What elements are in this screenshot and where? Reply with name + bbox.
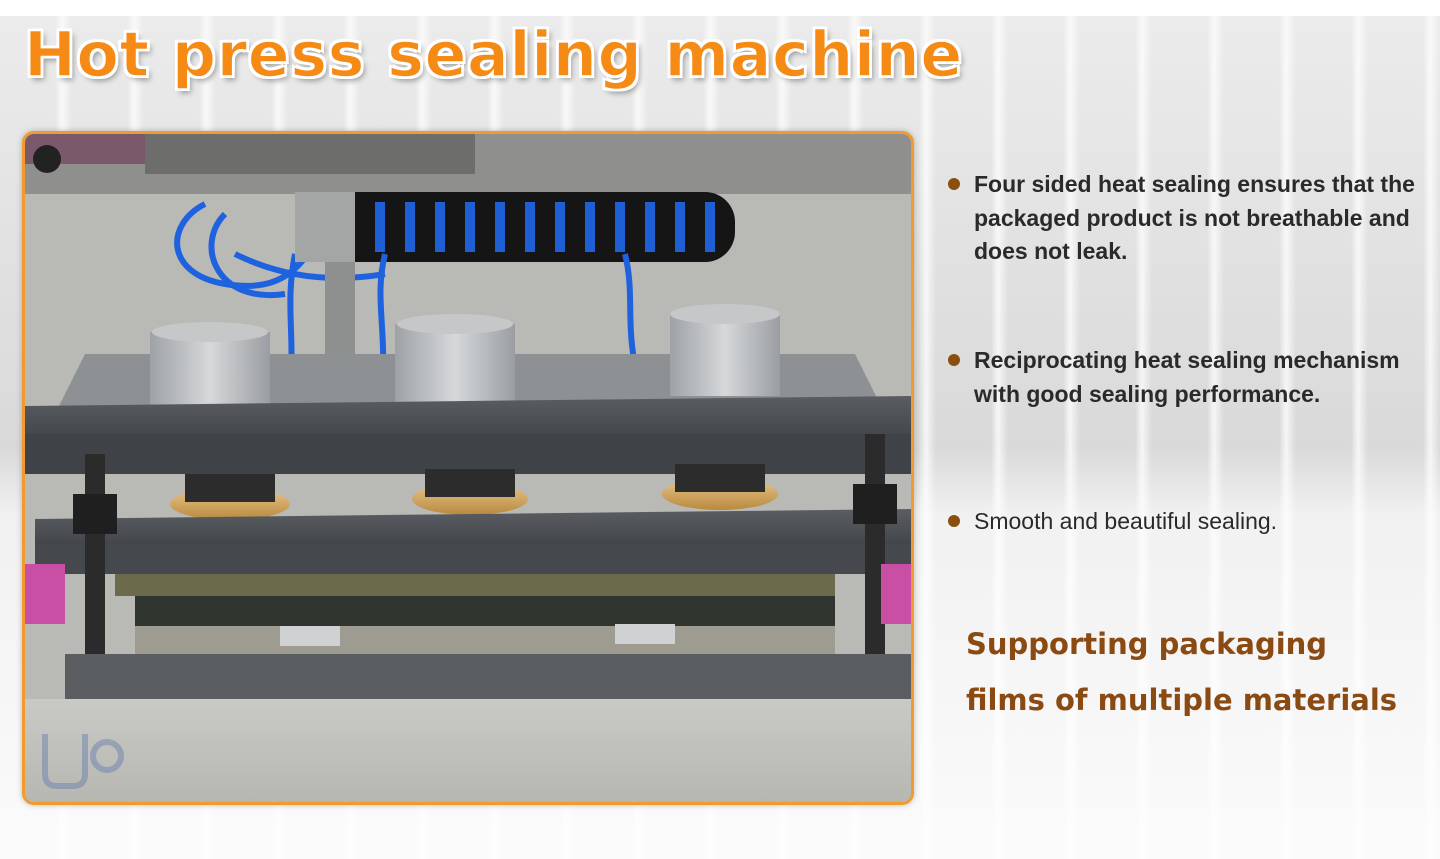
feature-item: Four sided heat sealing ensures that the… xyxy=(948,168,1418,269)
bullet-dot-icon xyxy=(948,515,960,527)
feature-text: Reciprocating heat sealing mechanism wit… xyxy=(974,347,1400,407)
top-strip xyxy=(0,0,1440,16)
feature-text: Smooth and beautiful sealing. xyxy=(974,508,1278,534)
bullet-dot-icon xyxy=(948,178,960,190)
support-text: Supporting packaging films of multiple m… xyxy=(966,627,1398,717)
feature-item: Reciprocating heat sealing mechanism wit… xyxy=(948,344,1418,411)
feature-item: Smooth and beautiful sealing. xyxy=(948,505,1418,539)
feature-text: Four sided heat sealing ensures that the… xyxy=(974,171,1415,264)
machine-illustration xyxy=(25,134,911,802)
page-title: Hot press sealing machine xyxy=(23,18,963,91)
bullet-dot-icon xyxy=(948,354,960,366)
machine-photo xyxy=(22,131,914,805)
